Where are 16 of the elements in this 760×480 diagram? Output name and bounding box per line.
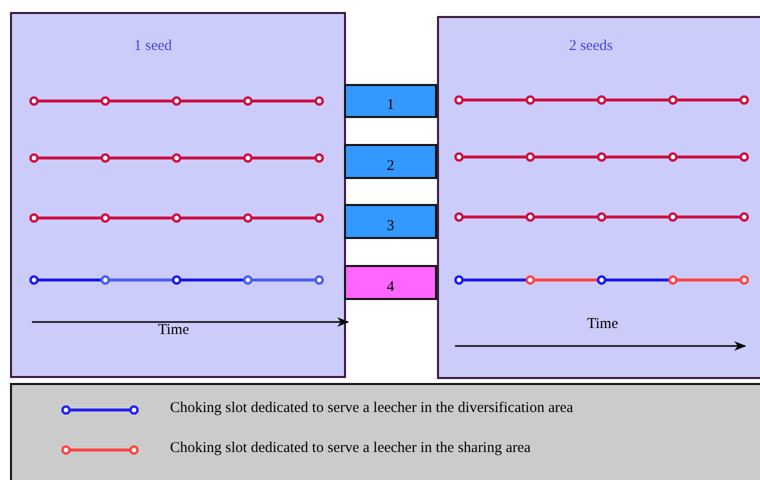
axis-label: Time bbox=[158, 322, 190, 339]
slot-number: 3 bbox=[386, 218, 394, 235]
slot-box bbox=[344, 84, 437, 118]
scenario-panel bbox=[437, 16, 760, 379]
axis-label: Time bbox=[587, 316, 618, 333]
legend-text: Choking slot dedicated to serve a leecher in the sharing area bbox=[170, 440, 531, 457]
slot-number: 4 bbox=[386, 279, 394, 296]
panel-title: 1 seed bbox=[134, 38, 172, 55]
scenario-panel bbox=[10, 12, 346, 378]
slot-box bbox=[344, 265, 437, 300]
slot-number: 2 bbox=[386, 158, 394, 175]
slot-box bbox=[344, 144, 437, 179]
panel-title: 2 seeds bbox=[569, 38, 613, 55]
slot-number: 1 bbox=[386, 97, 394, 114]
legend-text: Choking slot dedicated to serve a leecher in the diversification area bbox=[170, 400, 574, 417]
slot-box bbox=[344, 204, 437, 239]
